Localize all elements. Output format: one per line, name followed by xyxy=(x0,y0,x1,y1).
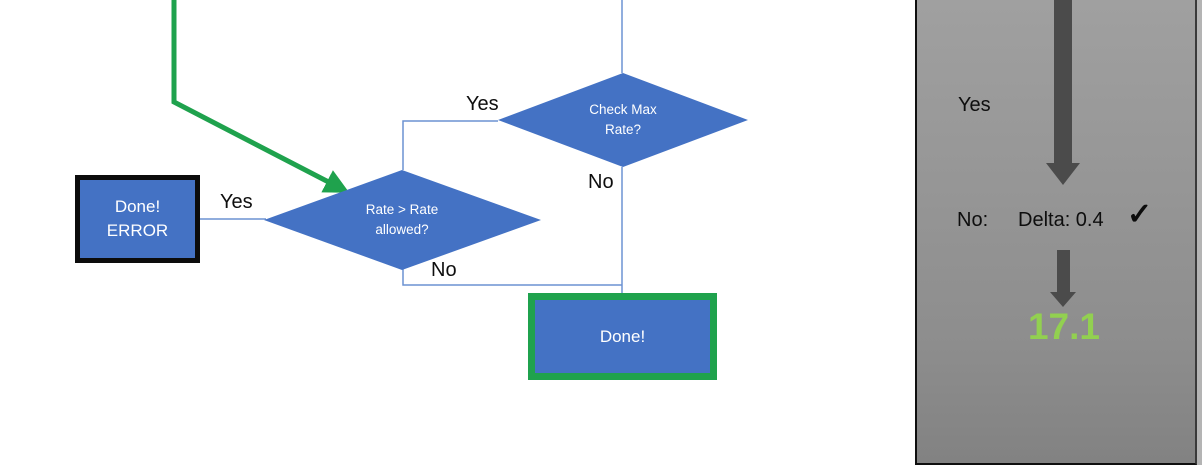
edge-label-yes-left: Yes xyxy=(220,191,253,213)
edge-label-no-mid: No xyxy=(431,259,457,281)
panel-yes-label: Yes xyxy=(958,94,991,116)
down-arrow-small-head-icon xyxy=(1050,292,1076,307)
done-error-box-label: Done! ERROR xyxy=(106,197,169,240)
flowchart-graphic xyxy=(171,0,748,293)
down-arrow-small-icon xyxy=(1057,250,1070,292)
done-box: Done! xyxy=(528,293,717,380)
edge-label-no-right: No xyxy=(588,171,614,193)
decision-diamond-rate-allowed xyxy=(264,170,541,270)
down-arrow-icon xyxy=(1054,0,1072,163)
result-value: 17.1 xyxy=(1027,306,1100,347)
result-panel: Yes No: Delta: 0.4 ✓ 17.1 xyxy=(915,0,1197,465)
panel-right-edge xyxy=(1197,0,1202,465)
down-arrow-head-icon xyxy=(1046,163,1080,185)
connector-rate-no-to-done-box xyxy=(402,269,622,286)
decision-diamond-check-max-rate xyxy=(498,73,748,167)
edge-label-yes-top: Yes xyxy=(466,93,499,115)
green-path-arrow xyxy=(171,0,350,193)
checkmark-icon: ✓ xyxy=(1127,198,1153,231)
panel-delta-value: Delta: 0.4 xyxy=(1018,209,1104,231)
connector-check-yes-to-rate-diamond xyxy=(402,120,498,170)
panel-no-label: No: xyxy=(957,209,989,231)
done-box-label: Done! xyxy=(599,326,646,346)
done-error-box: Done! ERROR xyxy=(75,175,200,263)
